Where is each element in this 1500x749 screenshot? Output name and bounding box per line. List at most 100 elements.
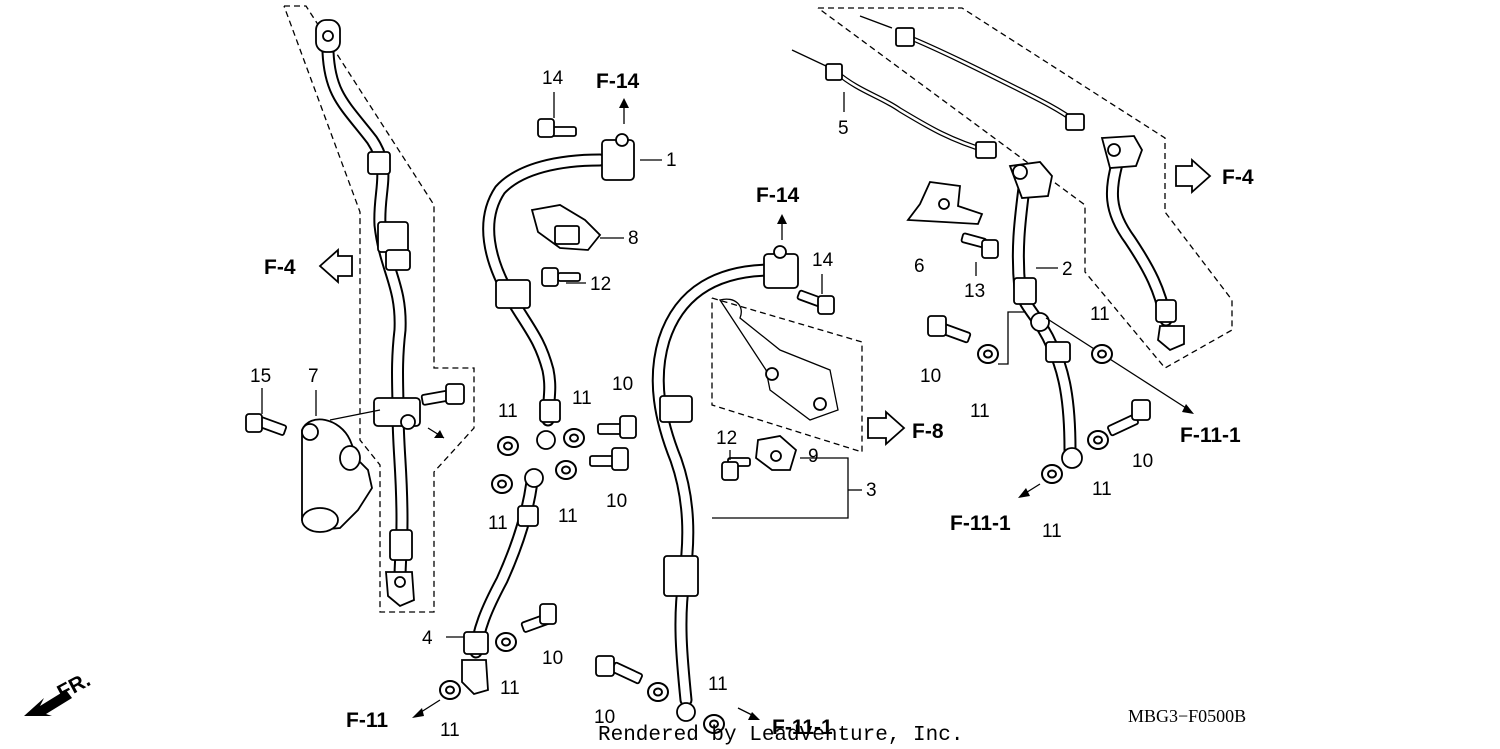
washer-icon [647, 682, 669, 702]
bolt-icon [420, 383, 465, 406]
arrow-down-left-icon [412, 708, 424, 718]
callout-1: 1 [666, 150, 677, 171]
brake-hose-1 [482, 133, 635, 450]
left-hose-outline [283, 5, 475, 613]
leader-lines [261, 92, 1058, 638]
bolt-icon [927, 315, 972, 344]
callout-11: 11 [572, 388, 592, 409]
bolt-icon [595, 655, 643, 685]
callout-10: 10 [612, 374, 633, 395]
washer-icon [977, 344, 999, 364]
washer-icon [497, 436, 519, 456]
washer-icon [491, 474, 513, 494]
washer-icon [1087, 430, 1109, 450]
hollow-arrow-left-icon [318, 247, 353, 285]
ref-f11: F-11 [346, 709, 388, 732]
callout-7: 7 [308, 366, 319, 387]
bolt-icon [597, 415, 637, 439]
callout-4: 4 [422, 628, 433, 649]
bolt-icon [541, 267, 581, 287]
arrow-down-right-icon [748, 712, 760, 720]
washer-icon [439, 680, 461, 700]
brake-hose-4 [461, 468, 544, 696]
callout-12: 12 [590, 274, 611, 295]
ref-f8: F-8 [912, 420, 944, 443]
washer-icon [1041, 464, 1063, 484]
bolt-icon [1107, 399, 1151, 437]
bolt-icon [960, 232, 999, 259]
banjo-fitting [601, 139, 635, 181]
dashed-group-outlines [283, 5, 1233, 613]
ref-f14-top: F-14 [596, 70, 640, 93]
washer-icon [495, 632, 517, 652]
callout-2: 2 [1062, 259, 1073, 280]
hollow-arrow-right-icon [1175, 157, 1212, 195]
ref-f11-1-bottom: F-11-1 [772, 716, 833, 739]
washer-icon [1091, 344, 1113, 364]
caliper-bracket [301, 409, 381, 533]
callout-8: 8 [628, 228, 639, 249]
washers [439, 344, 1113, 734]
callout-11: 11 [488, 513, 508, 534]
left-brake-hose [315, 19, 465, 608]
callout-9: 9 [808, 446, 819, 467]
hollow-arrow-right-icon [867, 409, 906, 447]
bolt-icon [520, 603, 557, 633]
banjo-fitting [763, 253, 799, 289]
callout-10: 10 [920, 366, 941, 387]
render-credit: Rendered by LeadVenture, Inc. [598, 724, 963, 747]
arrow-up-icon [777, 214, 787, 224]
bolt-icon [796, 289, 835, 315]
brake-pipe-top [895, 27, 1085, 131]
callout-11: 11 [708, 674, 728, 695]
brake-pipe-5 [825, 63, 997, 159]
bolt-icon [589, 447, 629, 471]
callout-6: 6 [914, 256, 925, 277]
arrow-up-icon [619, 98, 629, 108]
callout-10: 10 [542, 648, 563, 669]
ref-f11-1-right: F-11-1 [1180, 424, 1241, 447]
brake-hose-2 [1008, 161, 1083, 469]
ref-f14-center: F-14 [756, 184, 800, 207]
callout-10: 10 [1132, 451, 1153, 472]
callout-labels: 1 2 3 4 5 6 7 8 9 10 10 10 10 10 10 11 1… [250, 68, 1153, 741]
callout-11: 11 [498, 401, 518, 422]
callout-3: 3 [866, 480, 877, 501]
callout-11: 11 [1090, 304, 1110, 325]
callout-13: 13 [964, 281, 985, 302]
callout-11: 11 [558, 506, 578, 527]
callout-14: 14 [812, 250, 834, 271]
bracket-outline [711, 297, 863, 453]
callout-15: 15 [250, 366, 271, 387]
callout-11: 11 [970, 401, 990, 422]
callout-10: 10 [606, 491, 627, 512]
callout-11: 11 [1042, 521, 1062, 542]
section-references: F-4 F-4 F-8 F-14 F-14 F-11 F-11-1 F-11-1… [264, 70, 1254, 739]
clamp-part-9 [755, 435, 798, 471]
ref-f4-right: F-4 [1222, 166, 1254, 189]
bolt-icon [245, 413, 288, 436]
right-pipe-outline [817, 7, 1233, 369]
callout-14: 14 [542, 68, 564, 89]
brake-hose-3 [651, 245, 799, 722]
clamp-part-8 [530, 204, 602, 251]
washer-icon [555, 460, 577, 480]
bolt-icon [721, 457, 751, 481]
ref-f4-left: F-4 [264, 256, 296, 279]
callout-5: 5 [838, 118, 849, 139]
callout-11: 11 [440, 720, 460, 741]
front-direction-arrow-icon [24, 690, 72, 716]
arrow-down-left-icon [1018, 488, 1030, 498]
callout-12: 12 [716, 428, 737, 449]
callout-11: 11 [1092, 479, 1112, 500]
bracket-part-6 [906, 181, 984, 225]
washer-icon [563, 428, 585, 448]
ref-f11-1-mid: F-11-1 [950, 512, 1011, 535]
reference-arrows [24, 98, 1212, 720]
washer-icon [703, 714, 725, 734]
bolt-icon [537, 118, 577, 138]
callout-11: 11 [500, 678, 520, 699]
diagram-code: MBG3−F0500B [1128, 706, 1246, 726]
hose-bracket [718, 298, 839, 421]
